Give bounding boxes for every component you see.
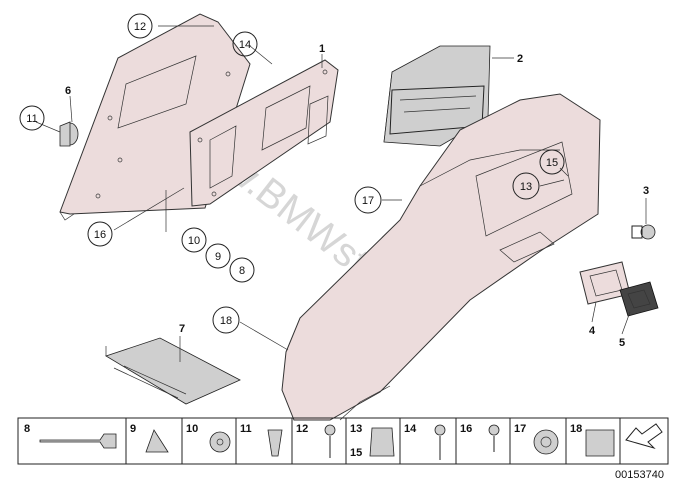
svg-text:13: 13	[350, 423, 362, 435]
svg-text:10: 10	[188, 235, 200, 247]
callout-6: 6	[65, 85, 71, 97]
mounting-bracket-1	[189, 59, 339, 207]
svg-text:11: 11	[240, 423, 252, 435]
callout-16: 16	[87, 221, 113, 247]
legend-cell-16: 16	[460, 423, 500, 452]
legend-strip: 8 9 10 11 12 13 15 14	[17, 417, 669, 465]
callout-13: 13	[512, 172, 540, 200]
callout-1: 1	[319, 43, 325, 55]
svg-text:10: 10	[186, 423, 198, 435]
legend-cell-9: 9	[130, 423, 169, 453]
legend-cell-12: 12	[296, 423, 336, 458]
svg-text:2: 2	[517, 53, 523, 65]
switch-part-5	[619, 281, 659, 317]
legend-cell-8: 8	[24, 423, 117, 449]
image-number: 00153740	[615, 469, 664, 481]
svg-text:14: 14	[404, 423, 417, 435]
svg-text:9: 9	[130, 423, 136, 435]
callout-8: 8	[229, 257, 255, 283]
svg-text:16: 16	[94, 229, 106, 241]
svg-text:18: 18	[220, 315, 232, 327]
svg-text:18: 18	[570, 423, 582, 435]
legend-cell-18: 18	[570, 423, 615, 457]
svg-text:17: 17	[362, 195, 374, 207]
callout-12: 12	[127, 13, 153, 39]
svg-text:14: 14	[239, 39, 251, 51]
svg-text:4: 4	[589, 325, 596, 337]
callout-10: 10	[181, 227, 207, 253]
legend-cell-17: 17	[514, 423, 559, 455]
callout-15: 15	[539, 149, 565, 175]
arrow-pointer-icon	[625, 423, 663, 450]
svg-text:6: 6	[65, 85, 71, 97]
callout-9: 9	[205, 243, 231, 269]
callout-14: 14	[232, 31, 258, 57]
legend-cell-13-15: 13 15	[350, 423, 395, 459]
callout-4: 4	[589, 325, 596, 337]
callout-11: 11	[19, 105, 45, 131]
svg-text:1: 1	[319, 43, 325, 55]
svg-text:12: 12	[296, 423, 308, 435]
clip-part-3	[631, 224, 656, 240]
svg-text:7: 7	[179, 323, 185, 335]
legend-cell-11: 11	[240, 423, 283, 457]
center-console-18	[281, 93, 601, 421]
svg-text:11: 11	[26, 113, 37, 125]
leader-lines	[35, 25, 647, 362]
callout-7: 7	[179, 323, 185, 335]
control-module-7	[105, 337, 241, 405]
legend-cell-arrow	[625, 423, 663, 450]
cap-part-11	[59, 121, 79, 147]
svg-text:8: 8	[239, 265, 245, 277]
callout-17: 17	[354, 186, 382, 214]
legend-cell-10: 10	[186, 423, 231, 453]
svg-text:5: 5	[619, 337, 625, 349]
svg-text:16: 16	[460, 423, 472, 435]
svg-text:3: 3	[643, 185, 649, 197]
callout-2: 2	[517, 53, 523, 65]
svg-text:15: 15	[350, 447, 362, 459]
svg-text:17: 17	[514, 423, 526, 435]
callout-18: 18	[212, 306, 240, 334]
svg-text:8: 8	[24, 423, 30, 435]
svg-text:12: 12	[134, 21, 146, 33]
callout-5: 5	[619, 337, 625, 349]
callout-3: 3	[643, 185, 649, 197]
svg-text:9: 9	[215, 251, 221, 263]
svg-text:15: 15	[546, 157, 558, 169]
svg-text:13: 13	[520, 181, 532, 193]
legend-cell-14: 14	[404, 423, 446, 460]
